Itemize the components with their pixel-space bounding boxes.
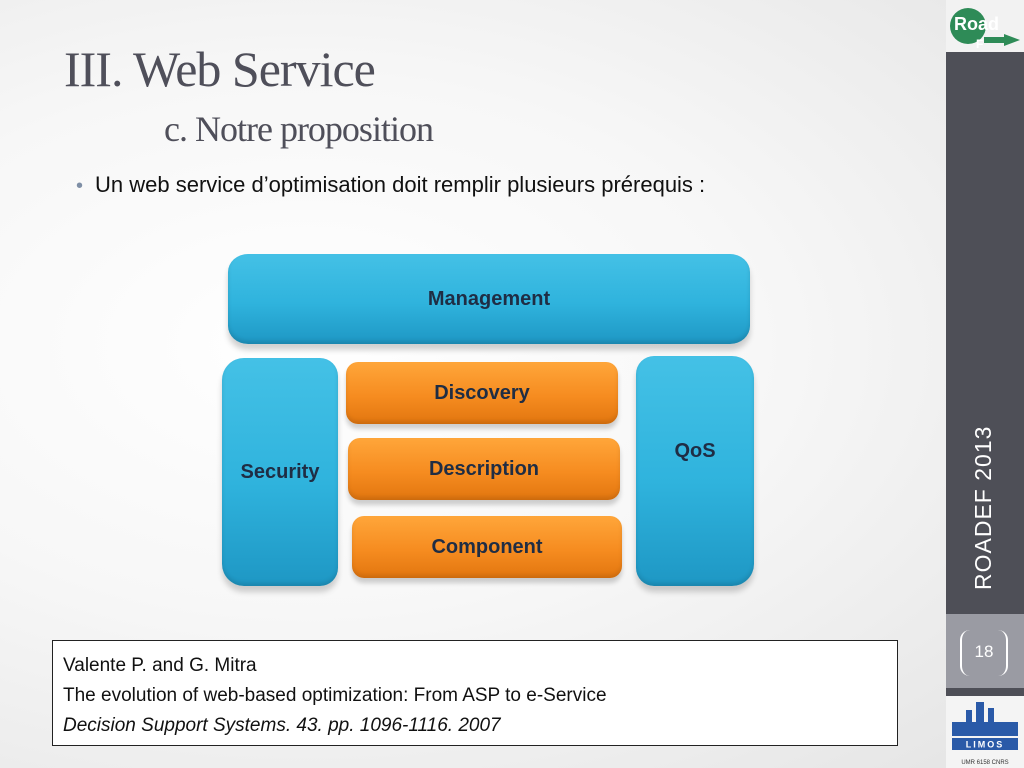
management-label: Management: [427, 287, 551, 310]
discovery-label: Discovery: [434, 381, 530, 404]
bullet-item: • Un web service d’optimisation doit rem…: [76, 172, 705, 198]
limos-text-bar-icon: [952, 738, 1018, 750]
qos-label: QoS: [674, 440, 716, 462]
page-number-frame: 18: [960, 630, 1008, 676]
limos-logo: LIMOS UMR 6158 CNRS: [952, 702, 1018, 766]
slide-subtitle: c. Notre proposition: [164, 109, 434, 149]
reference-journal: Decision Support Systems. 43. pp. 1096-1…: [63, 715, 501, 736]
discovery-block: Discovery: [346, 362, 618, 424]
page-number: 18: [974, 642, 994, 661]
security-label: Security: [240, 460, 320, 483]
logo-f-text: F: [976, 37, 983, 50]
bullet-text: Un web service d’optimisation doit rempl…: [95, 172, 706, 197]
limos-logo-area: LIMOS UMR 6158 CNRS: [946, 696, 1024, 768]
reference-title: The evolution of web-based optimization:…: [63, 685, 607, 706]
limos-caption: UMR 6158 CNRS: [961, 760, 1008, 766]
reference-box: Valente P. and G. Mitra The evolution of…: [52, 640, 898, 746]
web-service-diagram: Management Security QoS Discovery Descri…: [220, 250, 760, 600]
component-label: Component: [431, 535, 543, 558]
logo-arrow-shaft-icon: [984, 37, 1006, 43]
conference-label: ROADEF 2013: [970, 425, 996, 590]
limos-pillar-left-icon: [966, 710, 972, 722]
sidebar-logo-area: Road F: [946, 0, 1024, 52]
security-block: Security: [222, 358, 338, 586]
component-block: Component: [352, 516, 622, 578]
management-block: Management: [228, 254, 750, 344]
limos-pillar-right-icon: [988, 708, 994, 722]
logo-circle-icon: [950, 8, 986, 44]
limos-text: LIMOS: [966, 740, 1005, 750]
logo-arrow-icon: [1004, 34, 1020, 46]
limos-bar-icon: [952, 722, 1018, 736]
logo-road-text: Road: [954, 14, 999, 34]
description-block: Description: [348, 438, 620, 500]
bullet-dot-icon: •: [76, 175, 84, 197]
page-number-box: 18: [946, 614, 1024, 688]
reference-authors: Valente P. and G. Mitra: [63, 655, 257, 676]
slide-title: III. Web Service: [64, 41, 376, 97]
qos-block: QoS: [636, 356, 754, 586]
limos-pillar-mid-icon: [976, 702, 984, 722]
description-label: Description: [428, 457, 540, 480]
roadef-logo: Road F: [950, 8, 1020, 50]
